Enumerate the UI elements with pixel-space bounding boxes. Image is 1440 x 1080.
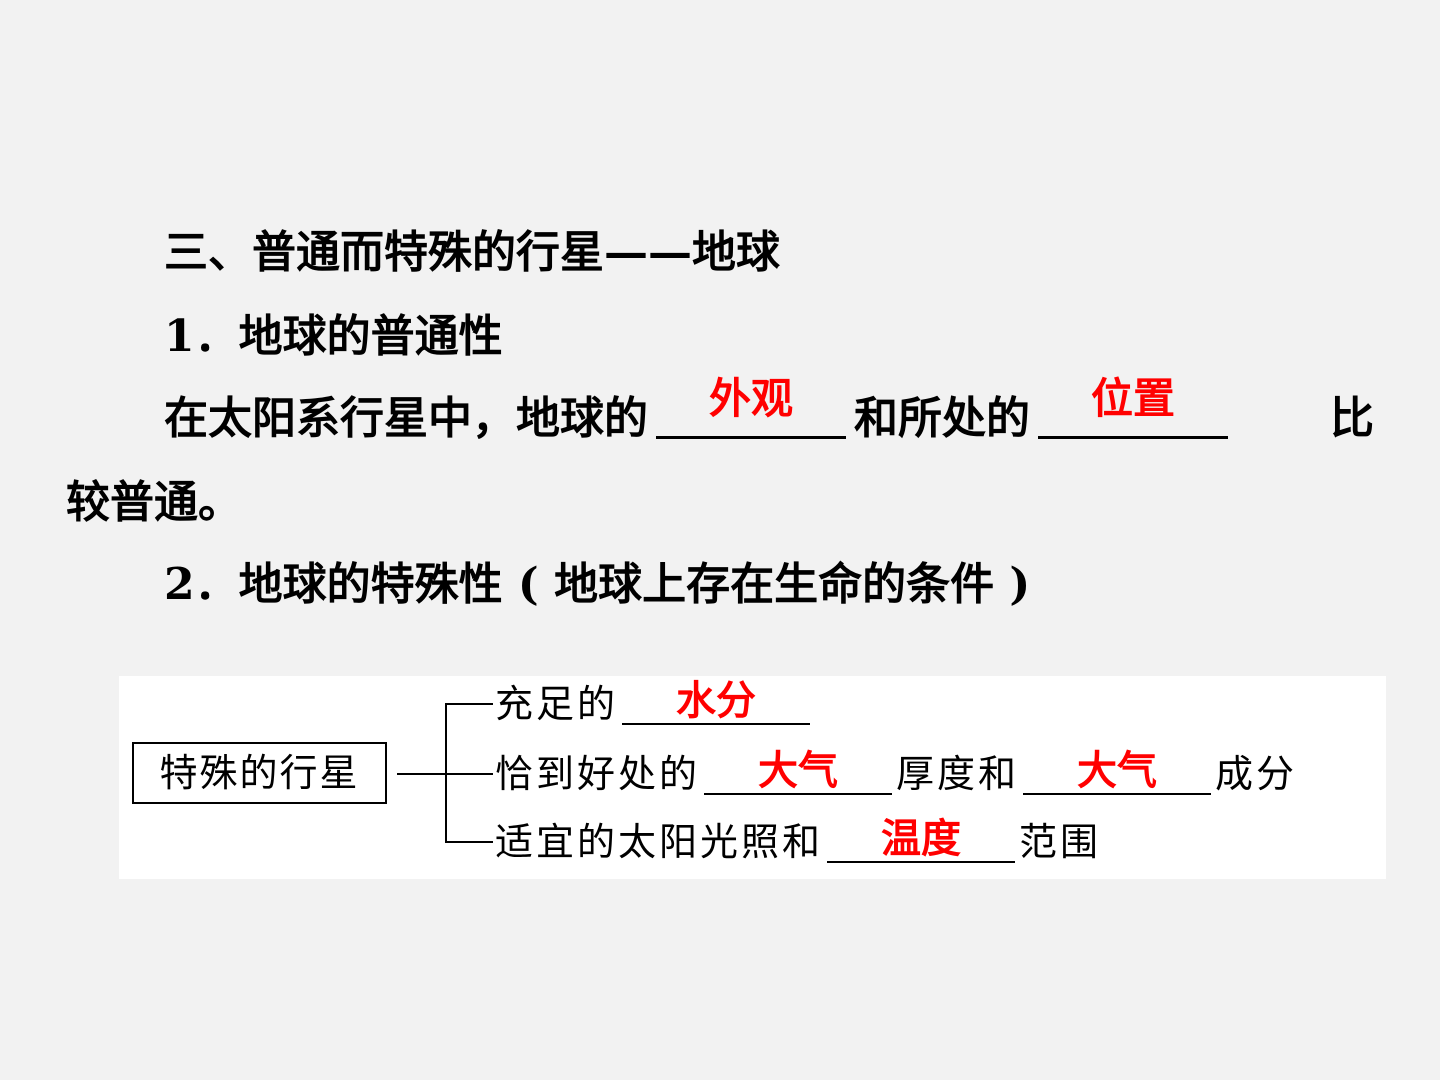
diagram-branch-temperature: 适宜的太阳光照和 温度 范围 bbox=[495, 816, 1102, 866]
answer-atmosphere-composition: 大气 bbox=[1077, 748, 1158, 794]
branch-3-blank: 温度 bbox=[827, 816, 1016, 863]
branch-3-suffix: 范围 bbox=[1019, 820, 1102, 864]
text-before: 在太阳系行星中，地球的 bbox=[164, 393, 648, 444]
fill-blank-appearance: 外观 bbox=[656, 374, 846, 439]
branch-2-prefix: 恰到好处的 bbox=[495, 752, 701, 796]
section-heading: 三、普通而特殊的行星——地球 bbox=[164, 227, 780, 278]
branch-1-prefix: 充足的 bbox=[495, 682, 619, 726]
connector-branch-2 bbox=[445, 773, 493, 775]
answer-temperature: 温度 bbox=[881, 816, 962, 862]
connector-branch-1 bbox=[445, 703, 493, 705]
branch-2-blank-2: 大气 bbox=[1023, 748, 1212, 795]
subheading-speciality: 2．地球的特殊性 ( 地球上存在生命的条件 ) bbox=[164, 559, 1031, 610]
generality-paragraph-line1: 在太阳系行星中，地球的 外观 和所处的 位置 比 bbox=[164, 374, 1374, 444]
generality-paragraph-line2: 较普通。 bbox=[66, 477, 242, 528]
answer-atmosphere-thickness: 大气 bbox=[758, 748, 839, 794]
branch-1-blank: 水分 bbox=[622, 678, 811, 725]
connector-horizontal-root bbox=[397, 773, 447, 775]
connector-branch-3 bbox=[445, 841, 493, 843]
fill-blank-position: 位置 bbox=[1038, 374, 1228, 439]
text-after: 比 bbox=[1330, 393, 1374, 444]
answer-position: 位置 bbox=[1090, 374, 1175, 423]
conditions-diagram: 特殊的行星 充足的 水分 恰到好处的 大气 厚度和 大气 成分 适宜的太阳光照和 温度 范围 bbox=[119, 676, 1386, 879]
diagram-branch-atmosphere: 恰到好处的 大气 厚度和 大气 成分 bbox=[495, 748, 1298, 798]
branch-2-suffix: 成分 bbox=[1215, 752, 1298, 796]
subheading-generality: 1．地球的普通性 bbox=[164, 311, 503, 362]
text-middle: 和所处的 bbox=[854, 393, 1030, 444]
branch-3-prefix: 适宜的太阳光照和 bbox=[495, 820, 824, 864]
diagram-branch-water: 充足的 水分 bbox=[495, 678, 814, 728]
branch-2-blank-1: 大气 bbox=[704, 748, 893, 795]
answer-water: 水分 bbox=[676, 678, 757, 724]
answer-appearance: 外观 bbox=[708, 374, 793, 423]
diagram-root-box: 特殊的行星 bbox=[132, 742, 387, 804]
branch-2-middle: 厚度和 bbox=[896, 752, 1020, 796]
